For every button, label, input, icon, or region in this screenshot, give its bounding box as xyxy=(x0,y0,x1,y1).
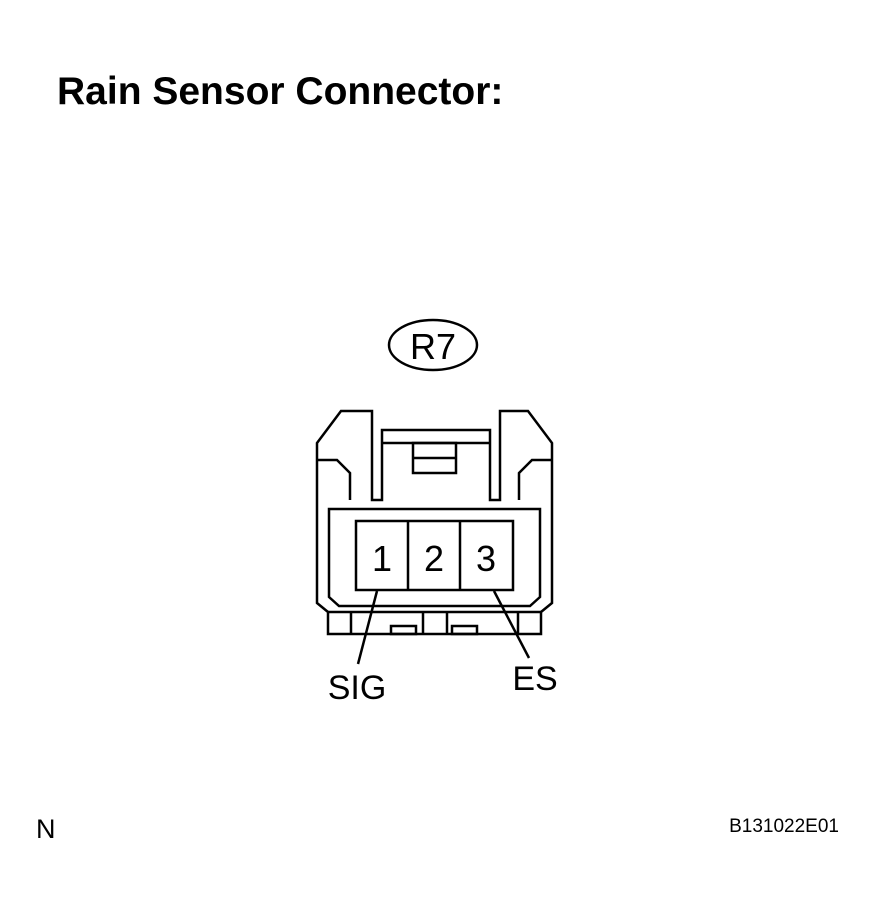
terminal-label-sig: SIG xyxy=(328,669,387,707)
bottom-notches xyxy=(328,610,541,636)
leader-line-es xyxy=(492,590,531,659)
view-direction-mark: N xyxy=(36,814,56,844)
left-latch-tab xyxy=(317,458,352,500)
connector-inner-frame xyxy=(327,507,542,608)
pin-number-1: 1 xyxy=(372,538,392,579)
pin-number-3: 3 xyxy=(476,538,496,579)
right-latch-tab xyxy=(517,458,552,500)
connector-housing-outline xyxy=(315,409,554,636)
connector-code-label: R7 xyxy=(410,326,456,367)
terminal-block xyxy=(354,519,515,592)
terminal-label-es: ES xyxy=(512,660,557,698)
pin-number-2: 2 xyxy=(424,538,444,579)
connector-code-badge: R7 xyxy=(387,318,479,372)
figure-code: B131022E01 xyxy=(729,816,839,837)
connector-code-ellipse xyxy=(387,318,479,372)
leader-line-sig xyxy=(356,590,379,665)
diagram-title: Rain Sensor Connector: xyxy=(57,70,504,113)
